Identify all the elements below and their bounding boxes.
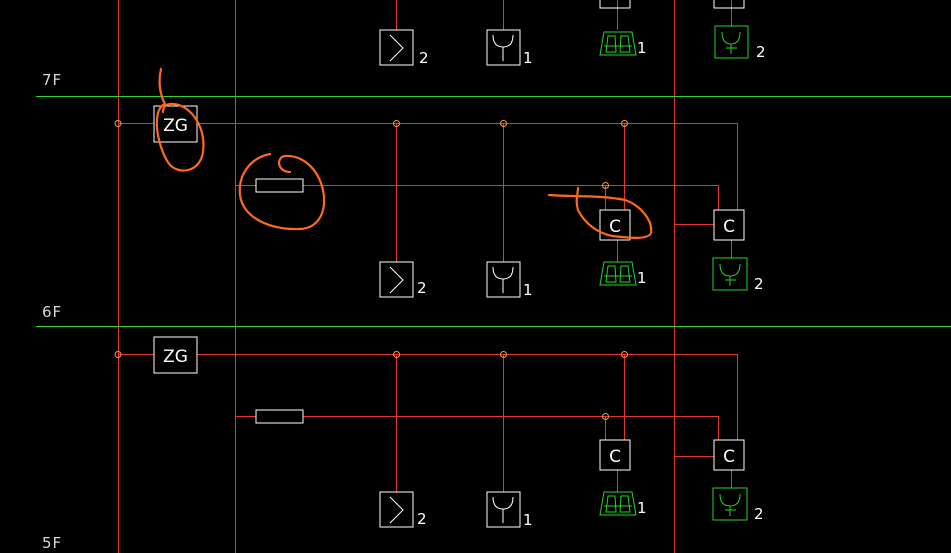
junction	[602, 413, 609, 420]
c-label: C	[723, 447, 735, 467]
green-outlet-icon	[714, 25, 749, 59]
junction	[114, 351, 122, 358]
outlet-glyph	[719, 493, 741, 516]
junction	[621, 120, 628, 127]
green-pair-icon	[599, 31, 637, 56]
junction	[393, 351, 400, 358]
top-strip: 2 1 1 2	[379, 0, 766, 67]
s-switch-icon	[379, 29, 414, 66]
y-glyph	[492, 266, 514, 293]
markup-circle-fuse	[238, 152, 326, 231]
pair-count: 1	[637, 499, 647, 517]
junction	[621, 351, 628, 358]
s-switch-icon	[379, 491, 414, 528]
junction	[114, 120, 122, 127]
vertical-risers	[118, 0, 675, 553]
s-glyph	[389, 266, 404, 294]
outlet-glyph	[719, 263, 741, 286]
c-box	[599, 439, 631, 471]
switch-count: 2	[417, 279, 427, 297]
outlet-glyph	[721, 31, 741, 54]
zg-label: ZG	[163, 347, 188, 367]
c-label: C	[723, 217, 735, 237]
floor-7f-section: ZG C C 2 1 1 2	[114, 105, 764, 299]
junction	[393, 120, 400, 127]
floor-6f-section: ZG C C 2 1 1 2	[114, 336, 764, 529]
floor-label-7f: 7F	[42, 71, 63, 89]
zg-box	[153, 336, 198, 374]
s-switch-icon	[379, 261, 414, 298]
outlet-count: 2	[756, 43, 766, 61]
fuse-box	[255, 409, 304, 424]
outlet-count: 2	[754, 505, 764, 523]
c-label: C	[609, 217, 621, 237]
s-glyph	[389, 34, 404, 62]
s-glyph	[389, 496, 404, 524]
green-outlet-icon	[712, 487, 748, 521]
floor-label-6f: 6F	[42, 303, 63, 321]
junctions-7f	[114, 120, 628, 189]
junctions-6f	[114, 351, 628, 420]
hand-markup	[155, 67, 653, 239]
markup-circle-zg	[155, 67, 205, 172]
fork-count: 1	[523, 511, 533, 529]
c-box	[713, 439, 745, 471]
junction	[500, 351, 507, 358]
pair-count: 1	[637, 39, 647, 57]
switch-count: 2	[417, 510, 427, 528]
switch-count: 2	[419, 49, 429, 67]
y-fork-icon	[486, 29, 521, 66]
green-pair-icon	[599, 261, 637, 286]
c-box	[713, 209, 745, 241]
pair-count: 1	[637, 269, 647, 287]
zg-label: ZG	[163, 116, 188, 136]
floor-lines	[36, 96, 951, 327]
markup-circle-c	[547, 186, 653, 239]
fuse-box	[255, 178, 304, 193]
fork-count: 1	[523, 281, 533, 299]
y-glyph	[492, 496, 514, 523]
fork-count: 1	[523, 49, 533, 67]
y-glyph	[492, 34, 514, 61]
c-label: C	[609, 447, 621, 467]
green-pair-icon	[599, 491, 637, 516]
floor-label-5f: 5F	[42, 534, 63, 552]
junction	[500, 120, 507, 127]
junction	[602, 182, 609, 189]
c-box-top-partial	[599, 0, 631, 9]
outlet-count: 2	[754, 275, 764, 293]
c-box-top-partial	[713, 0, 745, 9]
